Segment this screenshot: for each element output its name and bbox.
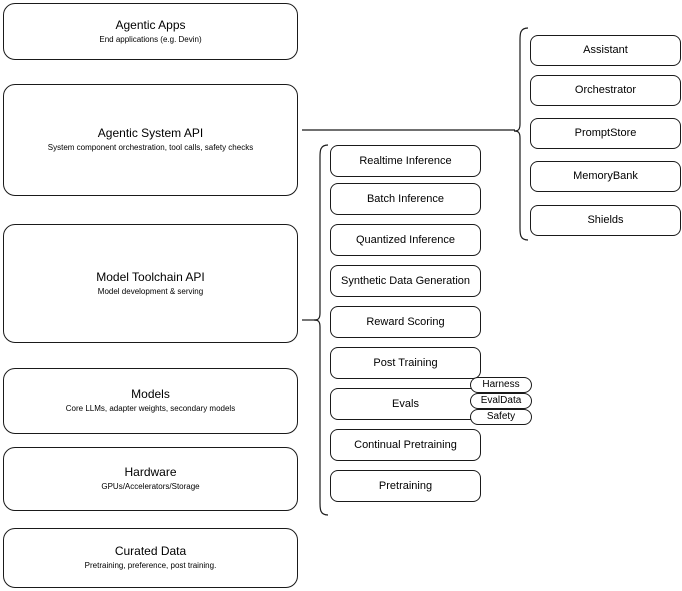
layer-title: Curated Data [114, 544, 187, 558]
component-evaldata[interactable]: EvalData [470, 393, 532, 409]
component-label: Reward Scoring [366, 315, 445, 328]
layer-subtitle: System component orchestration, tool cal… [47, 143, 254, 152]
layer-model-toolchain-api[interactable]: Model Toolchain API Model development & … [3, 224, 298, 343]
component-label: PromptStore [574, 127, 637, 139]
layer-title: Agentic Apps [115, 17, 186, 32]
layer-curated-data[interactable]: Curated Data Pretraining, preference, po… [3, 528, 298, 588]
component-label: Assistant [583, 44, 628, 56]
layer-title: Hardware [124, 465, 177, 479]
component-continual-pretraining[interactable]: Continual Pretraining [330, 429, 481, 461]
layer-subtitle: Model development & serving [97, 286, 204, 296]
component-evals[interactable]: Evals [330, 388, 481, 420]
component-label: Synthetic Data Generation [340, 274, 471, 287]
component-orchestrator[interactable]: Orchestrator [530, 75, 681, 106]
component-harness[interactable]: Harness [470, 377, 532, 393]
component-assistant[interactable]: Assistant [530, 35, 681, 66]
component-reward-scoring[interactable]: Reward Scoring [330, 306, 481, 338]
component-quantized-inference[interactable]: Quantized Inference [330, 224, 481, 256]
component-batch-inference[interactable]: Batch Inference [330, 183, 481, 215]
component-label: Quantized Inference [355, 233, 456, 246]
layer-title: Model Toolchain API [96, 269, 205, 284]
pill-label-text: Harness [482, 379, 520, 390]
component-memorybank[interactable]: MemoryBank [530, 161, 681, 192]
component-label: Realtime Inference [359, 154, 452, 167]
layer-subtitle: GPUs/Accelerators/Storage [101, 482, 200, 491]
pill-label-text: EvalData [480, 395, 522, 406]
component-promptstore[interactable]: PromptStore [530, 118, 681, 149]
layer-subtitle: End applications (e.g. Devin) [99, 34, 202, 44]
layer-subtitle: Pretraining, preference, post training. [84, 561, 217, 570]
component-label: Pretraining [378, 479, 433, 492]
component-label: Post Training [373, 356, 438, 369]
layer-hardware[interactable]: Hardware GPUs/Accelerators/Storage [3, 447, 298, 511]
layer-title: Agentic System API [97, 126, 204, 140]
component-label: Shields [587, 214, 624, 226]
component-label: Orchestrator [574, 84, 637, 96]
component-label: MemoryBank [573, 170, 638, 182]
component-label: Batch Inference [366, 192, 445, 205]
brace-toolchain-components [313, 144, 329, 516]
layer-subtitle: Core LLMs, adapter weights, secondary mo… [65, 404, 236, 413]
component-post-training[interactable]: Post Training [330, 347, 481, 379]
layer-agentic-apps[interactable]: Agentic Apps End applications (e.g. Devi… [3, 3, 298, 60]
brace-system-components [513, 27, 529, 241]
layer-models[interactable]: Models Core LLMs, adapter weights, secon… [3, 368, 298, 434]
component-label: Evals [392, 397, 419, 410]
component-shields[interactable]: Shields [530, 205, 681, 236]
layer-title: Models [131, 387, 170, 401]
component-label: Continual Pretraining [354, 438, 457, 451]
component-synthetic-data-generation[interactable]: Synthetic Data Generation [330, 265, 481, 297]
pill-label-text: Safety [486, 411, 516, 422]
component-pretraining[interactable]: Pretraining [330, 470, 481, 502]
layer-agentic-system-api[interactable]: Agentic System API System component orch… [3, 84, 298, 196]
component-realtime-inference[interactable]: Realtime Inference [330, 145, 481, 177]
component-safety[interactable]: Safety [470, 409, 532, 425]
